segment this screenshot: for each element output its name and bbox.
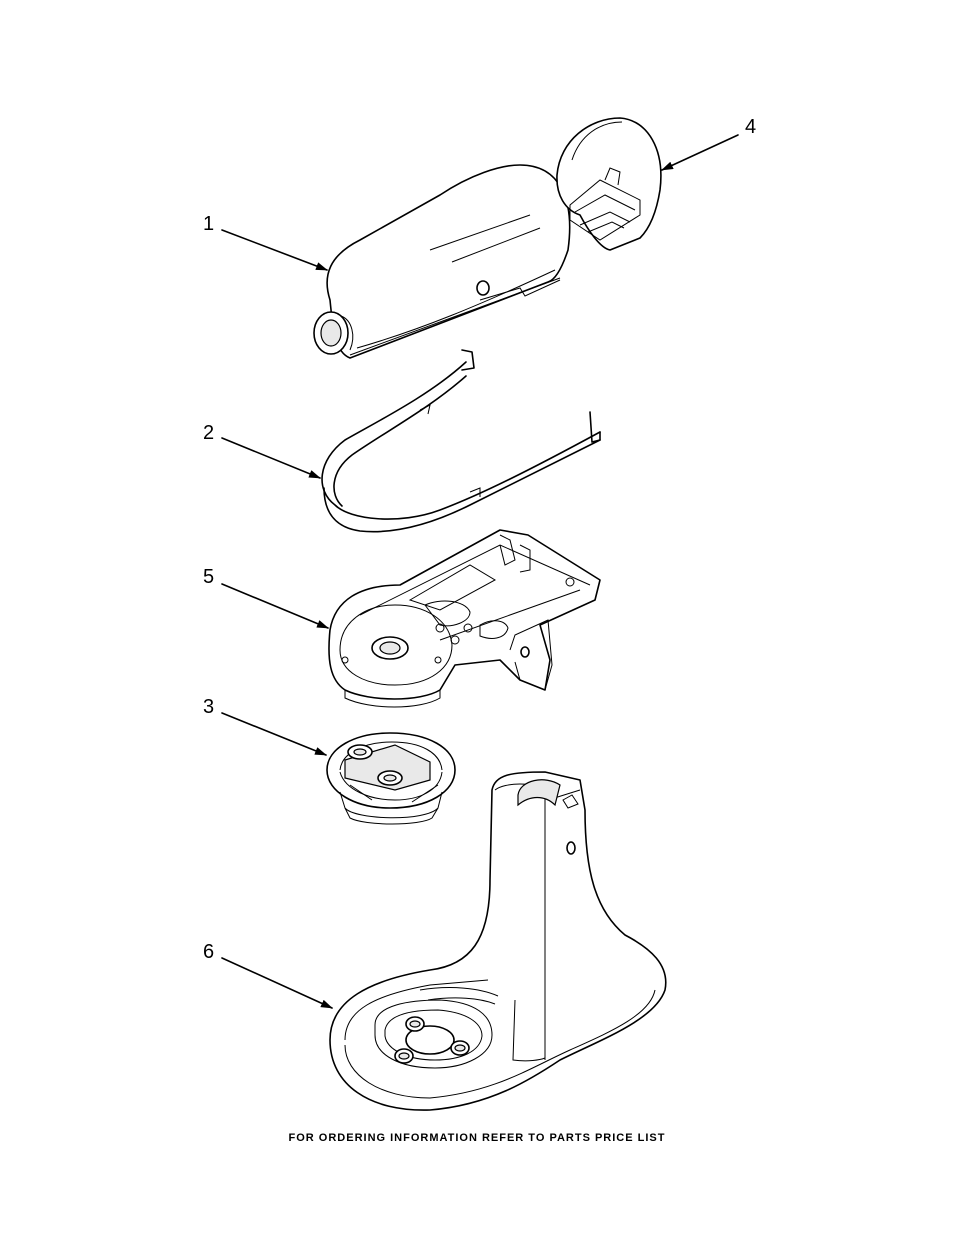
callout-4: 4 [745,117,756,137]
part-6-base [330,772,666,1110]
callout-3: 3 [203,697,214,717]
leader-line-5 [222,584,328,628]
callout-5: 5 [203,567,214,587]
part-3-planetary [327,733,455,824]
callout-2: 2 [203,423,214,443]
callout-6: 6 [203,942,214,962]
leader-line-6 [222,958,332,1008]
leader-line-4 [662,135,738,170]
leader-line-2 [222,438,320,478]
part-4-rear-cover [557,118,661,250]
callout-1: 1 [203,214,214,234]
part-5-gear-housing [329,530,600,707]
part-2-trim-band [322,350,600,532]
leader-line-1 [222,230,327,270]
part-1-motor-housing [314,165,570,358]
leader-line-3 [222,713,326,755]
footer-note: FOR ORDERING INFORMATION REFER TO PARTS … [0,1132,954,1144]
